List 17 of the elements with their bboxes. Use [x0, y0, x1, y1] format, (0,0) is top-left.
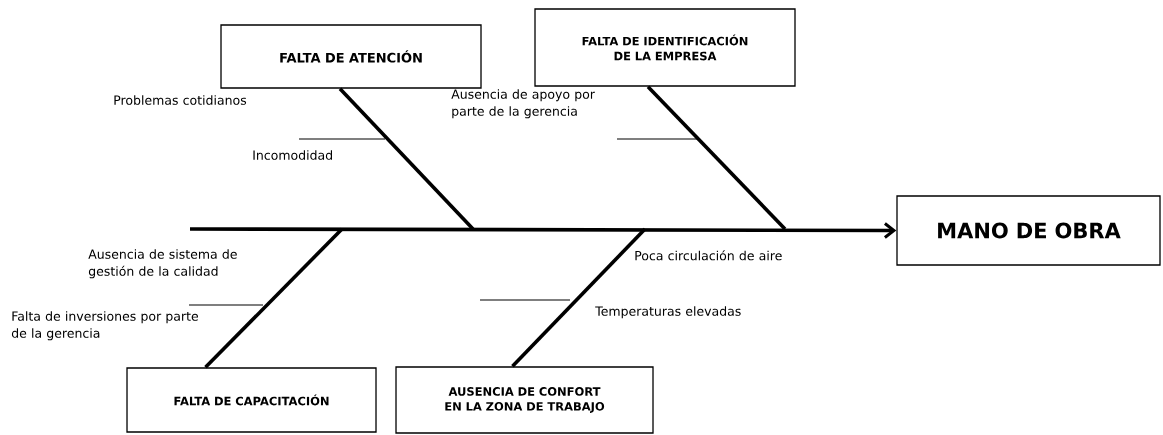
- cause-label: Poca circulación de aire: [635, 250, 782, 261]
- cause-label: Temperaturas elevadas: [595, 306, 741, 319]
- cause-label: Incomodidad: [253, 150, 332, 160]
- cause-label: Falta de inversiones por parte de la gerencia: [11, 311, 198, 341]
- cause-box: MANO DE OBRA: [896, 195, 1161, 266]
- cause-box: FALTA DE ATENCIÓN: [220, 24, 482, 89]
- cause-box: FALTA DE IDENTIFICACIÓN DE LA EMPRESA: [534, 8, 796, 87]
- cause-label: Ausencia de apoyo por parte de la gerencia: [451, 89, 595, 119]
- spine-arrow: [190, 222, 897, 239]
- cause-label: Ausencia de sistema de gestión de la calidad: [88, 249, 237, 279]
- bone-line: [646, 85, 787, 231]
- cause-box: AUSENCIA DE CONFORT EN LA ZONA DE TRABAJO: [395, 366, 654, 434]
- cause-label: Problemas cotidianos: [114, 95, 247, 105]
- bone-line: [338, 87, 475, 231]
- cause-box: FALTA DE CAPACITACIÓN: [126, 367, 377, 433]
- bone-line: [511, 227, 647, 368]
- bone-line: [204, 227, 344, 369]
